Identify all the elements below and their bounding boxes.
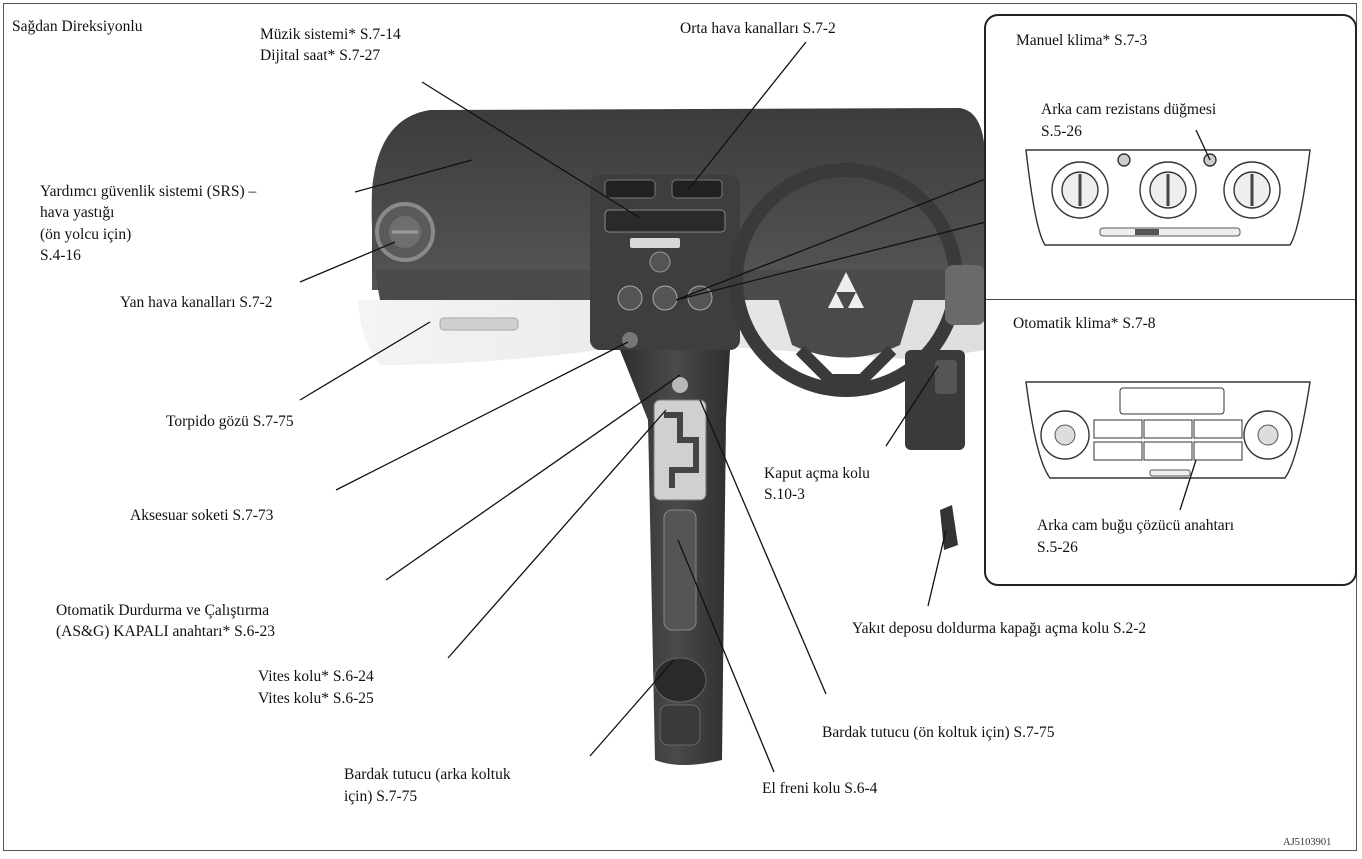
label-airbag-line2: hava yastığı xyxy=(40,204,115,221)
auto-rear-defog-label-line1: Arka cam buğu çözücü anahtarı xyxy=(1037,517,1235,534)
glovebox-handle xyxy=(439,317,519,331)
inset-divider xyxy=(986,299,1355,300)
manual-climate-title: Manuel klima* S.7-3 xyxy=(1016,32,1148,49)
auto-climate-title: Otomatik klima* S.7-8 xyxy=(1013,315,1156,332)
label-digital-clock: Dijital saat* S.7-27 xyxy=(260,47,381,64)
label-center-vents: Orta hava kanalları S.7-2 xyxy=(680,20,836,37)
label-rear-cupholder-line2: için) S.7-75 xyxy=(344,788,418,805)
label-gear-lever-2: Vites kolu* S.6-25 xyxy=(258,690,374,707)
center-stack-drawing xyxy=(590,175,740,350)
leader-lines xyxy=(299,41,989,773)
diagram-title: Sağdan Direksiyonlu xyxy=(12,18,143,35)
label-accessory-socket: Aksesuar soketi S.7-73 xyxy=(130,507,274,524)
label-front-cupholder: Bardak tutucu (ön koltuk için) S.7-75 xyxy=(822,724,1055,741)
label-rear-cupholder-line1: Bardak tutucu (arka koltuk xyxy=(344,766,511,783)
image-code: AJ5103901 xyxy=(1283,837,1332,848)
label-airbag-line1: Yardımcı güvenlik sistemi (SRS) – xyxy=(40,183,257,200)
label-fuel-door-lever: Yakıt deposu doldurma kapağı açma kolu S… xyxy=(852,620,1147,637)
manual-rear-defog-label-line2: S.5-26 xyxy=(1041,123,1082,140)
label-asg-line1: Otomatik Durdurma ve Çalıştırma xyxy=(56,602,270,619)
label-hood-release-line1: Kaput açma kolu xyxy=(764,465,870,482)
label-asg-line2: (AS&G) KAPALI anahtarı* S.6-23 xyxy=(56,623,275,640)
label-glovebox: Torpido gözü S.7-75 xyxy=(166,413,294,430)
label-airbag-line4: S.4-16 xyxy=(40,247,81,264)
label-music-system: Müzik sistemi* S.7-14 xyxy=(260,26,401,43)
label-parking-brake: El freni kolu S.6-4 xyxy=(762,780,878,797)
auto-rear-defog-label-line2: S.5-26 xyxy=(1037,539,1078,556)
center-console-drawing xyxy=(620,332,730,765)
label-gear-lever-1: Vites kolu* S.6-24 xyxy=(258,668,374,685)
label-side-vents: Yan hava kanalları S.7-2 xyxy=(120,294,273,311)
label-hood-release-line2: S.10-3 xyxy=(764,486,805,503)
manual-rear-defog-label-line1: Arka cam rezistans düğmesi xyxy=(1041,101,1217,118)
side-vent-drawing xyxy=(375,202,435,262)
climate-inset-box xyxy=(984,14,1357,586)
driver-right-vent xyxy=(945,265,985,325)
label-airbag-line3: (ön yolcu için) xyxy=(40,226,132,243)
hood-release-drawing xyxy=(935,360,957,394)
